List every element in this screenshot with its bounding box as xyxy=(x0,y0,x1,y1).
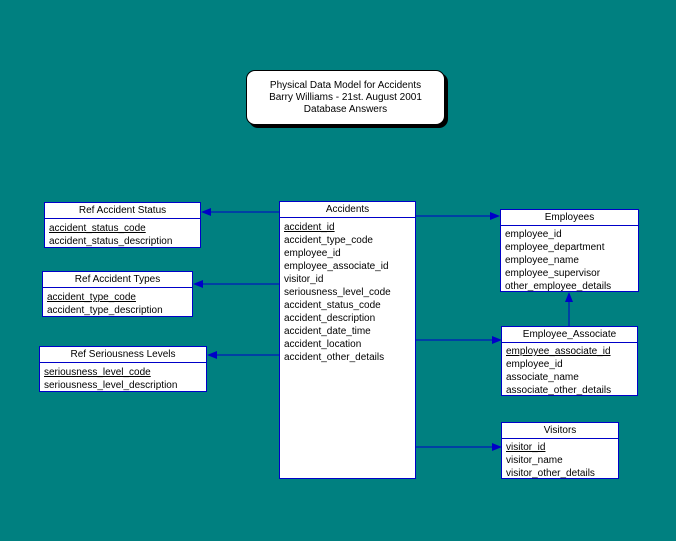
entity-title: Employee_Associate xyxy=(502,327,637,343)
attr: accident_type_description xyxy=(47,305,163,316)
entity-title: Visitors xyxy=(502,423,618,439)
attr: employee_id xyxy=(284,248,341,259)
entity-title: Employees xyxy=(501,210,638,226)
attr: employee_associate_id xyxy=(284,261,389,272)
entity-ref-accident-types: Ref Accident Types accident_type_code ac… xyxy=(42,271,193,317)
attr-pk: accident_status_code xyxy=(49,223,146,234)
attr: associate_name xyxy=(506,372,579,383)
attr: accident_description xyxy=(284,313,376,324)
attr: employee_name xyxy=(505,255,579,266)
entity-accidents: Accidents accident_id accident_type_code… xyxy=(279,201,416,479)
attr: employee_supervisor xyxy=(505,268,601,279)
attr: employee_id xyxy=(505,229,562,240)
attr-pk: seriousness_level_code xyxy=(44,367,151,378)
entity-title: Ref Accident Types xyxy=(43,272,192,288)
attr: accident_status_code xyxy=(284,300,381,311)
entity-ref-seriousness-levels: Ref Seriousness Levels seriousness_level… xyxy=(39,346,207,392)
attr: visitor_id xyxy=(284,274,324,285)
note-author-line: Barry Williams - 21st. August 2001 xyxy=(269,91,422,103)
attr: accident_date_time xyxy=(284,326,371,337)
entity-ref-accident-status: Ref Accident Status accident_status_code… xyxy=(44,202,201,248)
entity-title: Accidents xyxy=(280,202,415,218)
attr-pk: accident_type_code xyxy=(47,292,136,303)
entity-visitors: Visitors visitor_id visitor_name visitor… xyxy=(501,422,619,479)
attr: accident_other_details xyxy=(284,352,385,363)
attr: employee_id xyxy=(506,359,563,370)
attr-pk: employee_associate_id xyxy=(506,346,611,357)
attr: employee_department xyxy=(505,242,605,253)
attr: accident_status_description xyxy=(49,236,173,247)
diagram-title-note: Physical Data Model for Accidents Barry … xyxy=(246,70,445,125)
attr: visitor_other_details xyxy=(506,468,595,479)
entity-employees: Employees employee_id employee_departmen… xyxy=(500,209,639,292)
attr-pk: visitor_id xyxy=(506,442,546,453)
entity-title: Ref Accident Status xyxy=(45,203,200,219)
attr: seriousness_level_description xyxy=(44,380,178,391)
attr: visitor_name xyxy=(506,455,563,466)
entity-employee-associate: Employee_Associate employee_associate_id… xyxy=(501,326,638,396)
entity-title: Ref Seriousness Levels xyxy=(40,347,206,363)
attr: associate_other_details xyxy=(506,385,612,396)
note-source-line: Database Answers xyxy=(303,103,388,115)
attr: seriousness_level_code xyxy=(284,287,391,298)
attr: accident_location xyxy=(284,339,362,350)
note-title-line: Physical Data Model for Accidents xyxy=(269,79,422,91)
attr: other_employee_details xyxy=(505,281,612,292)
attr: accident_type_code xyxy=(284,235,373,246)
attr-pk: accident_id xyxy=(284,222,335,233)
